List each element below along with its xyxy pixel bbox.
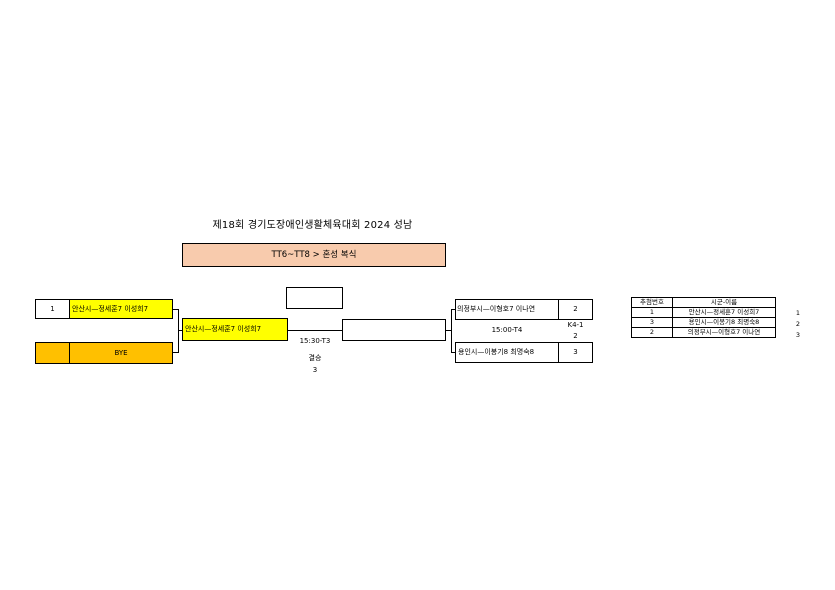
match-time: 15:00-T4 xyxy=(491,326,523,334)
champion-cell[interactable] xyxy=(286,287,343,309)
connector xyxy=(173,352,179,353)
score-label: K4-1 xyxy=(567,321,584,329)
seed-cell-right-bottom: 3 xyxy=(558,342,593,363)
rank-value: 3 xyxy=(795,331,801,339)
draw-number: 3 xyxy=(631,317,673,328)
bye-cell[interactable]: BYE xyxy=(69,342,173,364)
seed-cell-top: 1 xyxy=(35,299,70,319)
rank-value: 1 xyxy=(795,309,801,317)
connector xyxy=(288,330,342,331)
connector xyxy=(451,352,456,353)
final-slot-cell[interactable] xyxy=(342,319,446,341)
player-cell-right-top[interactable]: 의정부시—이형호7 이나연 xyxy=(455,299,559,320)
connector xyxy=(173,309,179,310)
page-title: 제18회 경기도장애인생활체육대회 2024 성남 xyxy=(212,220,413,231)
seed-cell-right-top: 2 xyxy=(558,299,593,320)
final-label: 결승 xyxy=(308,354,322,362)
player-cell-right-bottom[interactable]: 용인시—이봉기8 최명숙8 xyxy=(455,342,559,363)
table-row: 3 용인시—이봉기8 최명숙8 xyxy=(631,317,776,328)
player-cell-top[interactable]: 안산시—정세훈7 이성희7 xyxy=(69,299,173,319)
draw-number: 1 xyxy=(631,307,673,318)
table-row: 2 의정부시—이형호7 이나연 xyxy=(631,327,776,338)
draw-number: 2 xyxy=(631,327,673,338)
connector xyxy=(178,330,183,331)
connector xyxy=(446,330,452,331)
rank-value: 2 xyxy=(795,320,801,328)
seed-cell-bye xyxy=(35,342,70,364)
team-name: 용인시—이봉기8 최명숙8 xyxy=(672,317,776,328)
connector xyxy=(178,309,179,353)
team-name: 안산시—정세훈7 이성희7 xyxy=(672,307,776,318)
event-banner: TT6~TT8 > 혼성 복식 xyxy=(182,243,446,267)
final-time: 15:30-T3 xyxy=(299,337,331,345)
column-header: 추첨번호 xyxy=(631,297,673,308)
ranking-table: 추첨번호 시군-이름 1 안산시—정세훈7 이성희7 3 용인시—이봉기8 최명… xyxy=(631,297,776,338)
team-name: 의정부시—이형호7 이나연 xyxy=(672,327,776,338)
table-row: 1 안산시—정세훈7 이성희7 xyxy=(631,307,776,318)
connector xyxy=(451,309,452,353)
connector xyxy=(451,309,456,310)
final-number: 3 xyxy=(312,366,318,374)
column-header: 시군-이름 xyxy=(672,297,776,308)
score-value: 2 xyxy=(573,332,578,340)
semifinal-winner-cell[interactable]: 안산시—정세훈7 이성희7 xyxy=(182,318,288,341)
table-header-row: 추첨번호 시군-이름 xyxy=(631,297,776,308)
